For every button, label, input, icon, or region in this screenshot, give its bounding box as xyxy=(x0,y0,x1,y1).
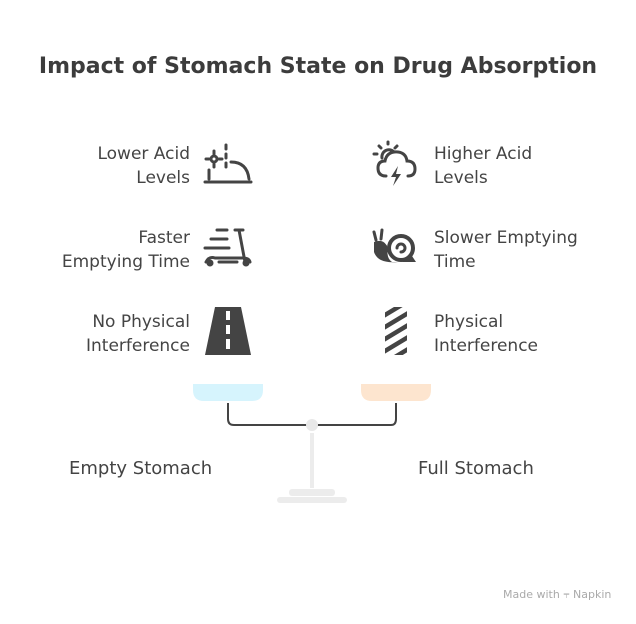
full-stomach-label: Full Stomach xyxy=(418,458,534,479)
diagram-title: Impact of Stomach State on Drug Absorpti… xyxy=(38,54,598,79)
left-pan xyxy=(193,384,263,401)
road-icon xyxy=(205,307,251,355)
made-with-text: Made with xyxy=(503,588,560,601)
snail-icon xyxy=(372,228,416,263)
right-pan xyxy=(361,384,431,401)
scale-base-top xyxy=(289,489,335,496)
barrier-icon xyxy=(385,307,407,355)
napkin-logo-icon: ⫧ xyxy=(563,588,570,601)
scale-base-bottom xyxy=(277,497,347,503)
empty-stomach-label: Empty Stomach xyxy=(69,458,213,479)
sun-horizon-icon xyxy=(203,143,253,184)
storm-cloud-icon xyxy=(372,140,417,186)
scooter-icon xyxy=(203,228,252,267)
scale-pivot xyxy=(306,419,318,431)
napkin-brand: Napkin xyxy=(573,588,612,601)
scale-pole xyxy=(310,433,314,488)
napkin-credit[interactable]: Made with ⫧ Napkin xyxy=(503,588,611,602)
